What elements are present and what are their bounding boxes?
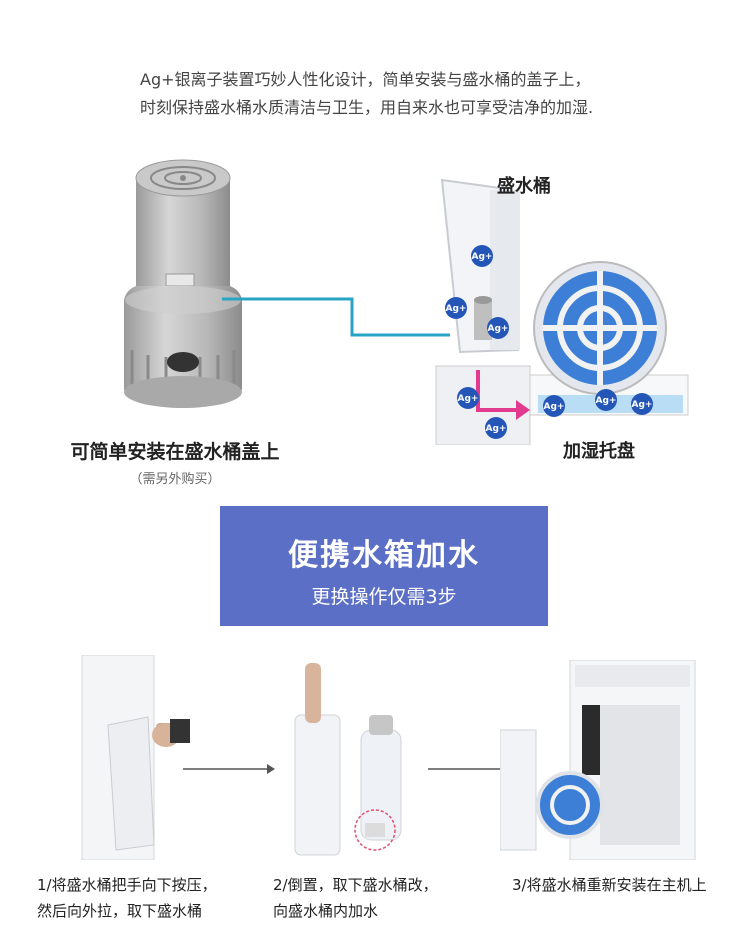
humidifier-tray-label: 加湿托盘 [563, 441, 635, 462]
svg-text:Ag+: Ag+ [458, 394, 479, 404]
ag-badge: Ag+ [631, 393, 653, 415]
connector-line [222, 297, 450, 337]
refill-banner: 便携水箱加水 更换操作仅需3步 [220, 506, 548, 626]
step-1-line-1: 1/将盛水桶把手向下按压， [37, 876, 217, 894]
svg-text:Ag+: Ag+ [488, 324, 509, 334]
step-3-caption: 3/将盛水桶重新安装在主机上 [512, 872, 707, 898]
cartridge-caption: 可简单安装在盛水桶盖上 [70, 441, 280, 463]
step-3-image [500, 660, 696, 860]
intro-line-2: 时刻保持盛水桶水质清洁与卫生，用自来水也可享受洁净的加湿. [140, 98, 594, 117]
banner-subtitle: 更换操作仅需3步 [311, 586, 457, 608]
step-arrow-1 [183, 764, 275, 774]
ag-badge: Ag+ [457, 387, 479, 409]
step-2-caption: 2/倒置，取下盛水桶改， 向盛水桶内加水 [273, 872, 438, 924]
svg-text:Ag+: Ag+ [486, 424, 507, 434]
cartridge-purchase-note: （需另外购买） [129, 472, 221, 487]
svg-text:Ag+: Ag+ [544, 402, 565, 412]
svg-text:Ag+: Ag+ [446, 304, 467, 314]
step-1-line-2: 然后向外拉，取下盛水桶 [37, 902, 203, 920]
svg-text:Ag+: Ag+ [596, 396, 617, 406]
ag-badge: Ag+ [445, 297, 467, 319]
ag-badge: Ag+ [487, 317, 509, 339]
step-3-line-1: 3/将盛水桶重新安装在主机上 [512, 876, 707, 894]
ag-ion-cartridge-image [124, 159, 242, 408]
ag-badge: Ag+ [485, 417, 507, 439]
step-1-image [81, 655, 190, 860]
ag-badge: Ag+ [543, 395, 565, 417]
svg-text:Ag+: Ag+ [632, 400, 653, 410]
intro-line-1: Ag+银离子装置巧妙人性化设计，简单安装与盛水桶的盖子上， [140, 70, 591, 89]
step-2-line-2: 向盛水桶内加水 [273, 902, 379, 920]
step-2-line-1: 2/倒置，取下盛水桶改， [273, 876, 438, 894]
banner-title: 便携水箱加水 [288, 538, 480, 573]
intro-text: Ag+银离子装置巧妙人性化设计，简单安装与盛水桶的盖子上， 时刻保持盛水桶水质清… [140, 66, 700, 122]
ag-badge: Ag+ [595, 389, 617, 411]
ag-badge: Ag+ [471, 245, 493, 267]
water-tank-label: 盛水桶 [497, 176, 551, 197]
step-1-caption: 1/将盛水桶把手向下按压， 然后向外拉，取下盛水桶 [37, 872, 217, 924]
tank-tray-diagram: Ag+ Ag+ Ag+ Ag+ Ag+ Ag+ Ag+ Ag+ [435, 178, 689, 445]
svg-text:Ag+: Ag+ [472, 252, 493, 262]
step-2-image [294, 663, 402, 856]
